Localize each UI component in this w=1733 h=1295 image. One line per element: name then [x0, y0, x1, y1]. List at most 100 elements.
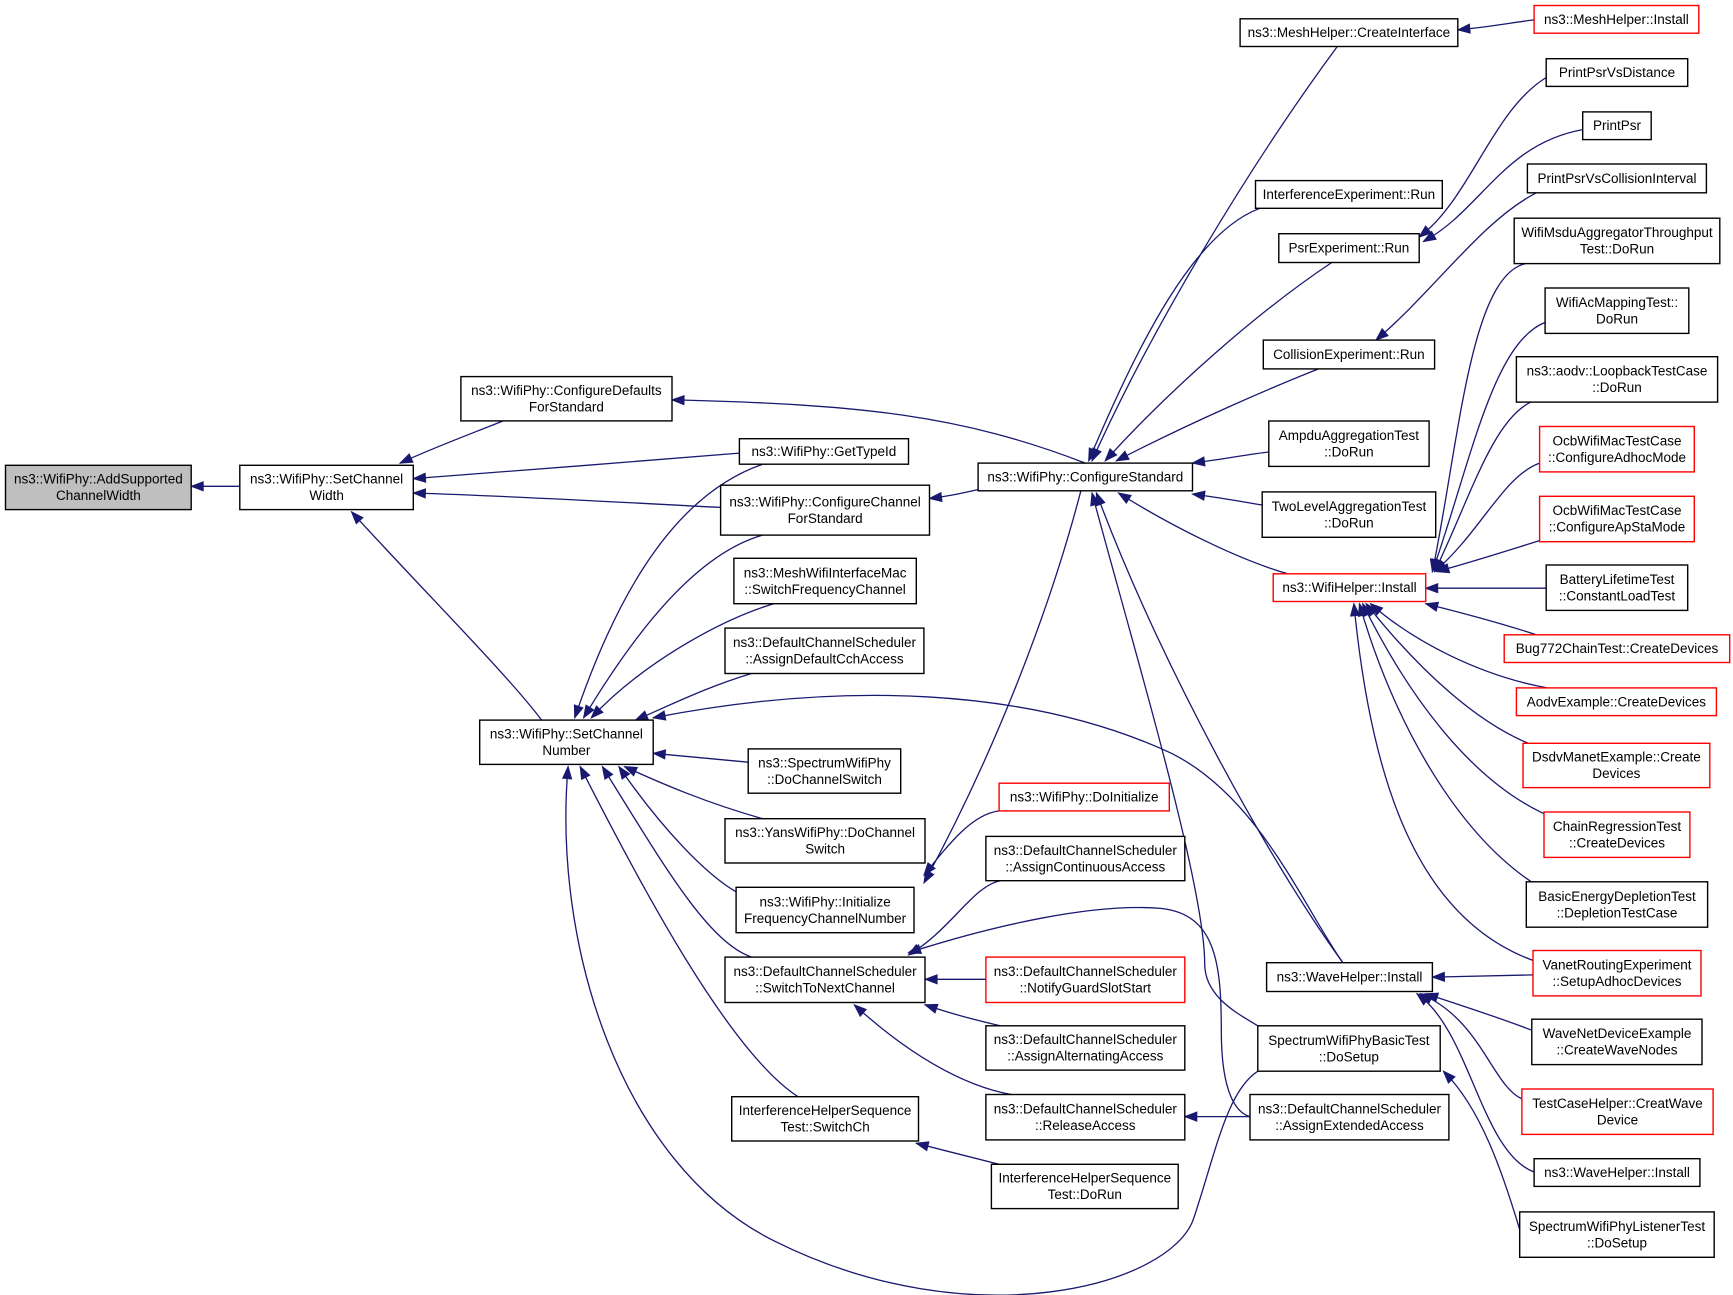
node-box	[1254, 179, 1444, 210]
node-box	[985, 835, 1186, 882]
node-box	[1272, 573, 1427, 603]
function-node-ccfs[interactable]: ns3::WifiPhy::ConfigureChannelForStandar…	[719, 484, 931, 536]
arrowhead	[1374, 327, 1389, 342]
function-node-stnc[interactable]: ns3::DefaultChannelScheduler::SwitchToNe…	[724, 956, 926, 1004]
node-box	[1545, 564, 1689, 612]
node-label: TestCaseHelper::CreatWave	[1532, 1096, 1703, 1111]
node-box	[1533, 4, 1700, 34]
node-box	[985, 956, 1186, 1004]
function-node-aaa[interactable]: ns3::DefaultChannelScheduler::AssignAlte…	[985, 1025, 1186, 1071]
function-node-wvh[interactable]: ns3::WaveHelper::Install	[1265, 962, 1434, 993]
function-node-aodve[interactable]: AodvExample::CreateDevices	[1515, 687, 1718, 717]
node-label: ns3::WifiPhy::ConfigureStandard	[987, 469, 1183, 484]
call-edge-scn-ifcn	[618, 765, 737, 893]
function-node-vre[interactable]: VanetRoutingExperiment::SetupAdhocDevice…	[1532, 949, 1702, 997]
node-label: ::DoSetup	[1319, 1049, 1379, 1064]
function-node-aea[interactable]: ns3::DefaultChannelScheduler::AssignExte…	[1249, 1093, 1450, 1141]
function-node-wnde[interactable]: WaveNetDeviceExample::CreateWaveNodes	[1531, 1018, 1703, 1066]
function-node-doin[interactable]: ns3::WifiPhy::DoInitialize	[998, 782, 1170, 812]
node-label: ::DoChannelSwitch	[767, 772, 882, 787]
call-edge-whi-b772	[1424, 601, 1537, 636]
function-node-cstd[interactable]: ns3::WifiPhy::ConfigureStandard	[977, 462, 1194, 492]
node-label: PrintPsrVsCollisionInterval	[1537, 171, 1696, 186]
call-edge-scn-adca	[634, 672, 752, 721]
function-node-tlat[interactable]: TwoLevelAggregationTest::DoRun	[1261, 491, 1437, 538]
call-edge-cstd-swpb	[1090, 491, 1259, 1027]
call-edge-scn-ccfs	[582, 534, 763, 720]
function-node-mhi[interactable]: ns3::MeshHelper::Install	[1533, 4, 1700, 34]
call-edge-cstd-whi	[1117, 492, 1288, 575]
function-node-aca[interactable]: ns3::DefaultChannelScheduler::AssignCont…	[985, 835, 1186, 882]
function-node-rela[interactable]: ns3::DefaultChannelScheduler::ReleaseAcc…	[985, 1093, 1186, 1141]
call-edge-cstd-tlat	[1191, 490, 1263, 506]
function-node-swcs[interactable]: ns3::SpectrumWifiPhy::DoChannelSwitch	[747, 748, 902, 794]
call-edge-scn-gti	[573, 463, 763, 720]
call-edge-scn-swcs	[651, 749, 749, 763]
node-box	[479, 719, 654, 766]
function-node-ywcs[interactable]: ns3::YansWifiPhy::DoChannelSwitch	[724, 818, 926, 864]
node-label: ns3::WifiPhy::SetChannel	[490, 727, 643, 742]
function-node-pp[interactable]: PrintPsr	[1581, 111, 1652, 141]
node-label: ns3::MeshWifiInterfaceMac	[744, 565, 907, 580]
node-label: ::ReleaseAccess	[1035, 1118, 1136, 1133]
function-node-ocba[interactable]: OcbWifiMacTestCase::ConfigureAdhocMode	[1538, 425, 1695, 473]
function-node-cer[interactable]: CollisionExperiment::Run	[1262, 339, 1436, 370]
node-label: ns3::YansWifiPhy::DoChannel	[735, 825, 915, 840]
function-node-adca[interactable]: ns3::DefaultChannelScheduler::AssignDefa…	[724, 627, 925, 675]
function-node-swpl[interactable]: SpectrumWifiPhyListenerTest::DoSetup	[1518, 1211, 1715, 1259]
call-nodes: ns3::WifiPhy::AddSupportedChannelWidthns…	[4, 4, 1731, 1259]
function-node-wacm[interactable]: WifiAcMappingTest::DoRun	[1544, 287, 1690, 335]
node-box	[733, 557, 918, 605]
call-edge-add-scw	[189, 481, 240, 492]
call-edge-cstd-wvh	[1095, 491, 1344, 964]
call-edge-whi-dsdv	[1365, 602, 1548, 751]
function-node-bedt[interactable]: BasicEnergyDepletionTest::DepletionTestC…	[1525, 881, 1709, 928]
call-edge-scn-mwim	[590, 603, 774, 719]
function-node-mwim[interactable]: ns3::MeshWifiInterfaceMac::SwitchFrequen…	[733, 557, 918, 605]
call-edge-cstd-aat	[1191, 451, 1269, 467]
node-label: Bug772ChainTest::CreateDevices	[1516, 641, 1719, 656]
function-node-gti[interactable]: ns3::WifiPhy::GetTypeId	[738, 438, 910, 465]
node-box	[1278, 232, 1420, 264]
function-node-b772[interactable]: Bug772ChainTest::CreateDevices	[1503, 634, 1731, 664]
node-box	[1544, 287, 1690, 335]
node-label: Device	[1597, 1112, 1638, 1127]
function-node-wvh2[interactable]: ns3::WaveHelper::Install	[1533, 1157, 1701, 1188]
arrowhead	[634, 710, 650, 721]
arrowhead	[579, 765, 591, 781]
node-box	[1518, 1211, 1715, 1259]
function-node-whi[interactable]: ns3::WifiHelper::Install	[1272, 573, 1427, 603]
call-edge-wvh-wnde	[1424, 992, 1533, 1031]
function-node-crt[interactable]: ChainRegressionTest::CreateDevices	[1543, 811, 1691, 859]
function-node-ocbs[interactable]: OcbWifiMacTestCase::ConfigureApStaMode	[1538, 495, 1695, 543]
function-node-ppci[interactable]: PrintPsrVsCollisionInterval	[1526, 163, 1708, 194]
function-node-blt[interactable]: BatteryLifetimeTest::ConstantLoadTest	[1545, 564, 1689, 612]
function-node-aodvlb[interactable]: ns3::aodv::LoopbackTestCase::DoRun	[1515, 356, 1719, 403]
arrowhead	[914, 1141, 930, 1152]
function-node-ifcn[interactable]: ns3::WifiPhy::InitializeFrequencyChannel…	[735, 886, 915, 934]
node-label: ns3::DefaultChannelScheduler	[734, 964, 918, 979]
function-node-ppvd[interactable]: PrintPsrVsDistance	[1545, 58, 1689, 88]
function-node-swpb[interactable]: SpectrumWifiPhyBasicTest::DoSetup	[1257, 1025, 1441, 1072]
function-node-cdfs[interactable]: ns3::WifiPhy::ConfigureDefaultsForStanda…	[460, 375, 673, 422]
node-box	[985, 1093, 1186, 1141]
function-node-aat[interactable]: AmpduAggregationTest::DoRun	[1268, 420, 1430, 468]
call-edge-cdfs-cstd	[670, 394, 1086, 464]
arrowhead	[651, 749, 667, 760]
node-label: ::CreateDevices	[1569, 836, 1665, 851]
node-label: ::DepletionTestCase	[1557, 905, 1678, 920]
node-box	[990, 1163, 1179, 1210]
function-node-mhci[interactable]: ns3::MeshHelper::CreateInterface	[1239, 18, 1459, 48]
call-edge-rela-aea	[1183, 1111, 1250, 1122]
function-node-ngss[interactable]: ns3::DefaultChannelScheduler::NotifyGuar…	[985, 956, 1186, 1004]
function-node-dsdv[interactable]: DsdvManetExample::CreateDevices	[1522, 742, 1711, 789]
function-node-ier[interactable]: InterferenceExperiment::Run	[1254, 179, 1444, 210]
function-node-per[interactable]: PsrExperiment::Run	[1278, 232, 1420, 264]
